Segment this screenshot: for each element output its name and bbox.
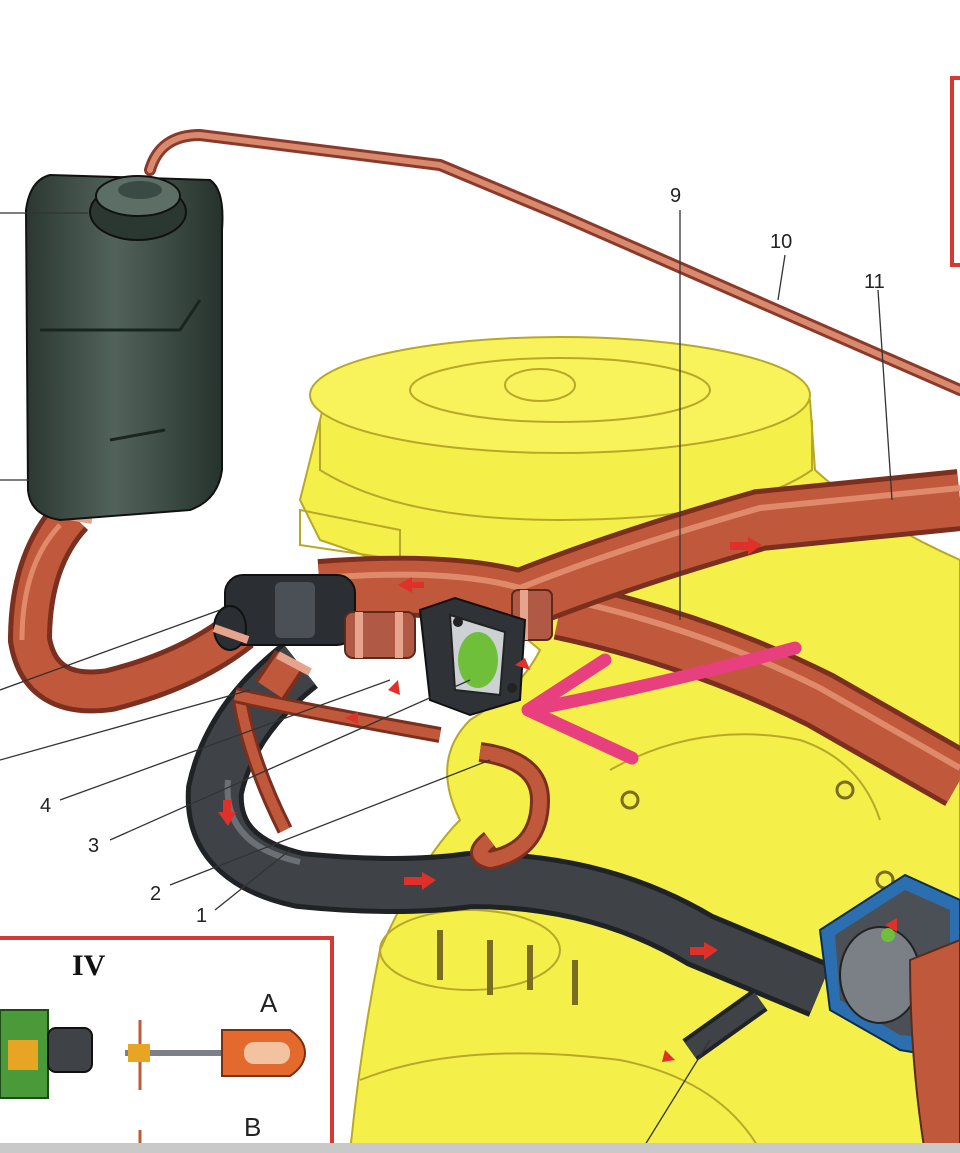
callout-1: 1 <box>196 905 207 927</box>
overflow-tube-10 <box>144 128 960 396</box>
heater-tubes-2 <box>232 650 551 871</box>
bottom-strip <box>0 1143 960 1153</box>
inset-valve-a <box>125 1020 307 1090</box>
inset-iv: IV A B <box>0 936 334 1153</box>
hose-9 <box>553 580 960 807</box>
inset-label-a: A <box>260 988 278 1018</box>
water-pump <box>818 873 960 1153</box>
callout-11: 11 <box>864 271 885 293</box>
callout-2: 2 <box>150 883 161 905</box>
leader-lines <box>0 210 893 1153</box>
highlight-arrow <box>521 641 802 765</box>
inset-title: IV <box>72 949 106 982</box>
air-filter-lid <box>309 336 811 454</box>
hose-clamps <box>57 510 553 676</box>
expansion-tank <box>24 173 224 522</box>
callout-9: 9 <box>670 185 681 207</box>
coolant-window <box>458 632 498 688</box>
tee-connector <box>213 574 356 651</box>
inset-label-b: B <box>244 1112 261 1142</box>
callout-3: 3 <box>88 835 99 857</box>
callout-4: 4 <box>40 795 51 817</box>
callout-10: 10 <box>770 231 792 253</box>
hose-1 <box>185 642 832 1061</box>
tank-outlet-hose <box>7 499 254 714</box>
flow-arrows <box>218 537 897 1062</box>
inset-thermostat-green <box>0 1009 93 1099</box>
tank-cap <box>89 175 187 241</box>
thermostat-housing <box>418 596 527 717</box>
red-frame-fragment <box>950 76 960 267</box>
